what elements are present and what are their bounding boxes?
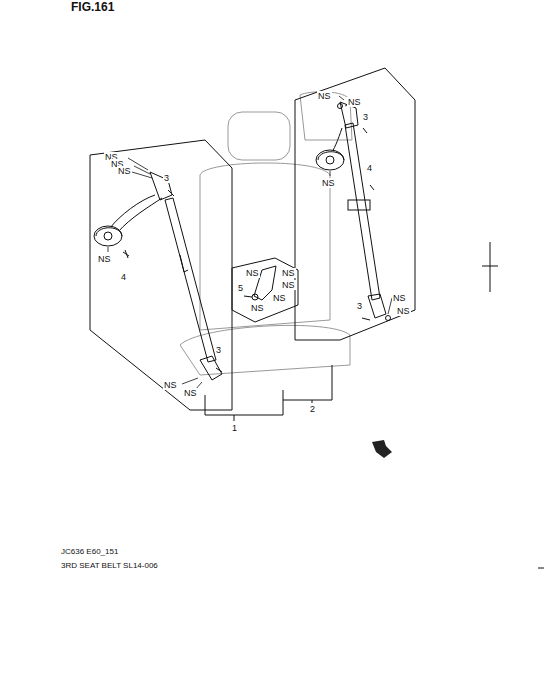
not-supplied-mark: NS [97,254,112,264]
callout-number: 1 [231,423,238,433]
not-supplied-mark: NS [317,91,332,101]
figure-number: FIG.161 [70,1,115,14]
footer-code: JC636 E60_151 [60,547,119,557]
not-supplied-mark: NS [347,97,362,107]
not-supplied-mark: NS [117,166,132,176]
footer-code: 3RD SEAT BELT SL14-006 [60,561,159,571]
not-supplied-mark: NS [321,178,336,188]
callout-number: 4 [366,163,373,173]
not-supplied-mark: NS [272,293,287,303]
not-supplied-mark: NS [163,380,178,390]
not-supplied-mark: NS [396,306,411,316]
callout-number: 3 [215,345,222,355]
belt-right [316,102,391,321]
margin-mark [482,242,544,568]
callout-number: 3 [356,301,363,311]
callout-number: 5 [237,283,244,293]
callout-number: 2 [309,404,316,414]
not-supplied-mark: NS [281,268,296,278]
not-supplied-mark: NS [281,280,296,290]
not-supplied-mark: NS [250,303,265,313]
callout-number: 4 [120,272,127,282]
callout-number: 3 [362,112,369,122]
leader-line [108,96,392,390]
not-supplied-mark: NS [392,293,407,303]
callout-number: 3 [163,173,170,183]
forward-arrow [372,440,392,458]
panel-outline [90,68,415,410]
not-supplied-mark: NS [245,268,260,278]
not-supplied-mark: NS [183,388,198,398]
belt-left [94,172,222,380]
seat-outline [180,92,352,375]
callout-bracket [205,365,332,421]
